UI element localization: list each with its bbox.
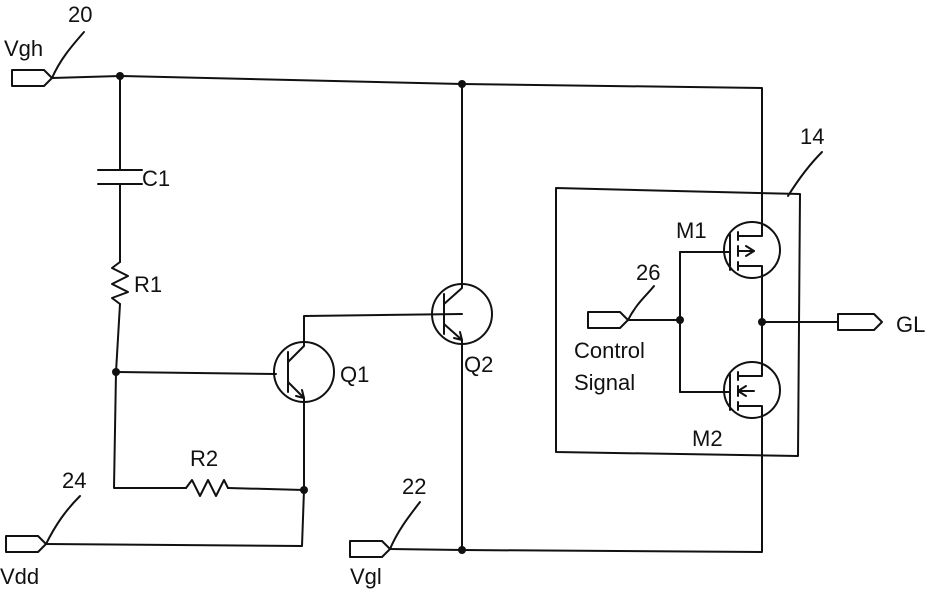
junction-dot [116,72,124,80]
m1-terminals [738,226,762,274]
label-m2: M2 [692,426,723,451]
wire-q1-base [116,372,276,374]
vgh-terminal [12,70,52,86]
label-r2: R2 [190,446,218,471]
leader-20 [52,32,84,78]
q1-collector [288,314,462,362]
junction-dot [458,80,466,88]
label-signal: Signal [574,370,635,395]
q2-collector [444,84,462,304]
leader-26 [628,286,654,320]
vgl-terminal [350,541,390,557]
leader-24 [46,496,80,544]
label-m1: M1 [676,218,707,243]
label-vgl: Vgl [350,564,382,589]
vgh-rail [52,76,762,220]
label-control: Control [574,338,645,363]
q2-emitter [444,324,462,550]
label-ref-26: 26 [636,260,660,285]
label-r1: R1 [134,272,162,297]
junction-dot [676,316,684,324]
label-q1: Q1 [340,362,369,387]
junction-dot [458,546,466,554]
transistor-q1 [274,342,334,402]
resistor-r2 [186,480,228,496]
resistor-r1 [112,262,128,304]
vdd-terminal [6,536,46,552]
label-ref-14: 14 [800,124,824,149]
wire-r2-right [228,488,304,490]
leader-22 [390,502,420,549]
label-vgh: Vgh [4,36,43,61]
wire-left-down [114,372,186,488]
label-vdd: Vdd [0,564,39,589]
gl-terminal [838,314,882,330]
label-ref-20: 20 [68,2,92,27]
label-ref-24: 24 [62,468,86,493]
wire-q1-emitter-vdd [46,490,304,546]
control-signal-terminal [588,312,628,328]
m2-gate [680,374,730,410]
leader-14 [788,152,822,196]
capacitor-c1 [98,170,142,184]
junction-dot [300,486,308,494]
junction-dot [112,368,120,376]
label-q2: Q2 [464,352,493,377]
label-ref-22: 22 [402,474,426,499]
wire-r1-node [116,304,120,372]
label-c1: C1 [142,166,170,191]
label-gl: GL [896,312,925,337]
junction-dot [758,318,766,326]
